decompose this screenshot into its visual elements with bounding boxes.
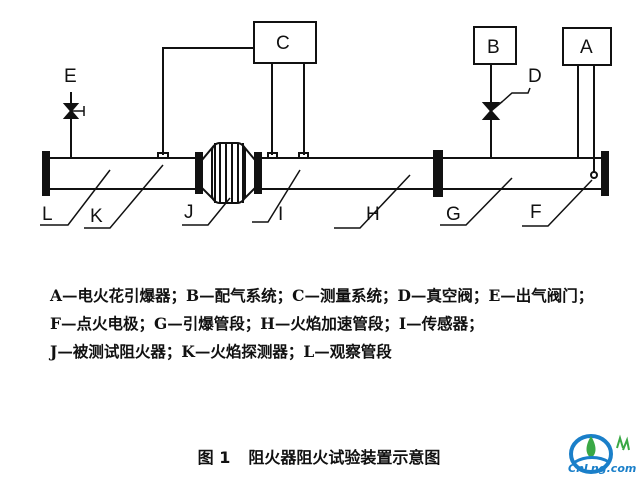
label-B: B <box>487 37 500 58</box>
outlet-valve <box>62 103 85 119</box>
legend-item-b: B—配气系统； <box>186 286 293 305</box>
gas-distribution-box <box>473 26 517 65</box>
ignition-electrode <box>590 171 598 179</box>
legend-item-c: C—测量系统； <box>292 286 398 305</box>
legend-item-e: E—出气阀门； <box>488 286 594 305</box>
label-I: I <box>278 204 283 225</box>
middle-flange <box>433 150 443 197</box>
legend-item-h: H—火焰加速管段； <box>260 314 399 333</box>
label-H: H <box>366 204 380 225</box>
vacuum-valve <box>481 87 531 120</box>
figure-number: 图 1 <box>197 448 231 467</box>
legend-item-d: D—真空阀； <box>397 286 489 305</box>
sensor-mount-1 <box>267 152 278 159</box>
label-G: G <box>446 204 461 225</box>
label-E: E <box>64 66 77 87</box>
igniter-box <box>562 27 612 66</box>
measurement-wire-k <box>162 47 254 155</box>
figure-title: 阻火器阻火试验装置示意图 <box>248 448 441 467</box>
legend-item-j: J—被测试阻火器； <box>50 342 182 361</box>
label-L: L <box>42 204 53 225</box>
legend-item-k: K—火焰探测器； <box>181 342 304 361</box>
label-D: D <box>528 66 542 87</box>
left-end-flange <box>42 151 50 196</box>
legend-item-a: A—电火花引爆器； <box>50 286 187 305</box>
leader-lines <box>40 164 593 229</box>
site-logo-icon <box>569 434 630 474</box>
measurement-system-box <box>253 21 317 64</box>
sensor-k-mount <box>157 152 169 159</box>
legend-item-l: L—观察管段 <box>303 342 392 361</box>
right-end-flange <box>601 151 609 196</box>
sensor-mount-2 <box>298 152 309 159</box>
figure-caption: 图 1 阻火器阻火试验装置示意图 <box>0 444 638 468</box>
site-logo-text: CnLng.com <box>568 462 637 475</box>
label-K: K <box>90 206 103 227</box>
legend-item-i: I—传感器； <box>398 314 484 333</box>
legend-item-f: F—点火电极； <box>50 314 155 333</box>
legend: A—电火花引爆器；B—配气系统；C—测量系统；D—真空阀；E—出气阀门； F—点火… <box>50 282 610 366</box>
legend-item-g: G—引爆管段； <box>154 314 261 333</box>
main-pipe <box>48 157 604 190</box>
label-F: F <box>530 202 542 223</box>
label-C: C <box>276 33 290 54</box>
label-A: A <box>580 37 593 58</box>
label-J: J <box>184 202 194 223</box>
flame-arrester-body <box>195 142 262 204</box>
